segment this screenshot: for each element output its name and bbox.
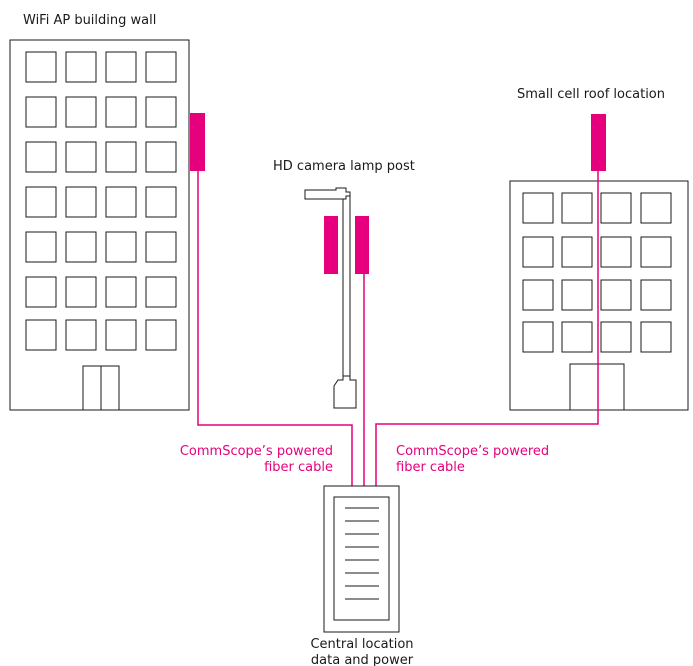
small-cell-building-windows (522, 192, 672, 353)
central-location-label-line2: data and power (311, 653, 414, 666)
small-cell-device (591, 114, 606, 171)
cable-left-label-line1: CommScope’s powered (180, 444, 333, 459)
cable-wifi (197, 171, 353, 486)
camera-device-right (355, 216, 369, 274)
cable-left-label-line2: fiber cable (264, 460, 333, 475)
wifi-ap-device (190, 113, 205, 171)
small-cell-building-icon (509, 180, 689, 411)
wifi-building-icon (9, 39, 190, 411)
lamp-post-icon (304, 187, 357, 409)
wifi-building-label: WiFi AP building wall (23, 13, 156, 28)
server-cabinet-icon (323, 485, 400, 633)
camera-post-label: HD camera lamp post (273, 159, 415, 174)
powered-fiber-cables (197, 171, 599, 486)
camera-device-left (324, 216, 338, 274)
cable-right-label-line1: CommScope’s powered (396, 444, 549, 459)
wifi-building-windows (25, 51, 177, 351)
cable-right-label-line2: fiber cable (396, 460, 465, 475)
wifi-building-door (82, 365, 120, 411)
cable-small-cell (375, 171, 599, 486)
small-cell-building-door (569, 363, 625, 411)
small-cell-label: Small cell roof location (517, 87, 665, 102)
central-location-label-line1: Central location (310, 637, 413, 652)
